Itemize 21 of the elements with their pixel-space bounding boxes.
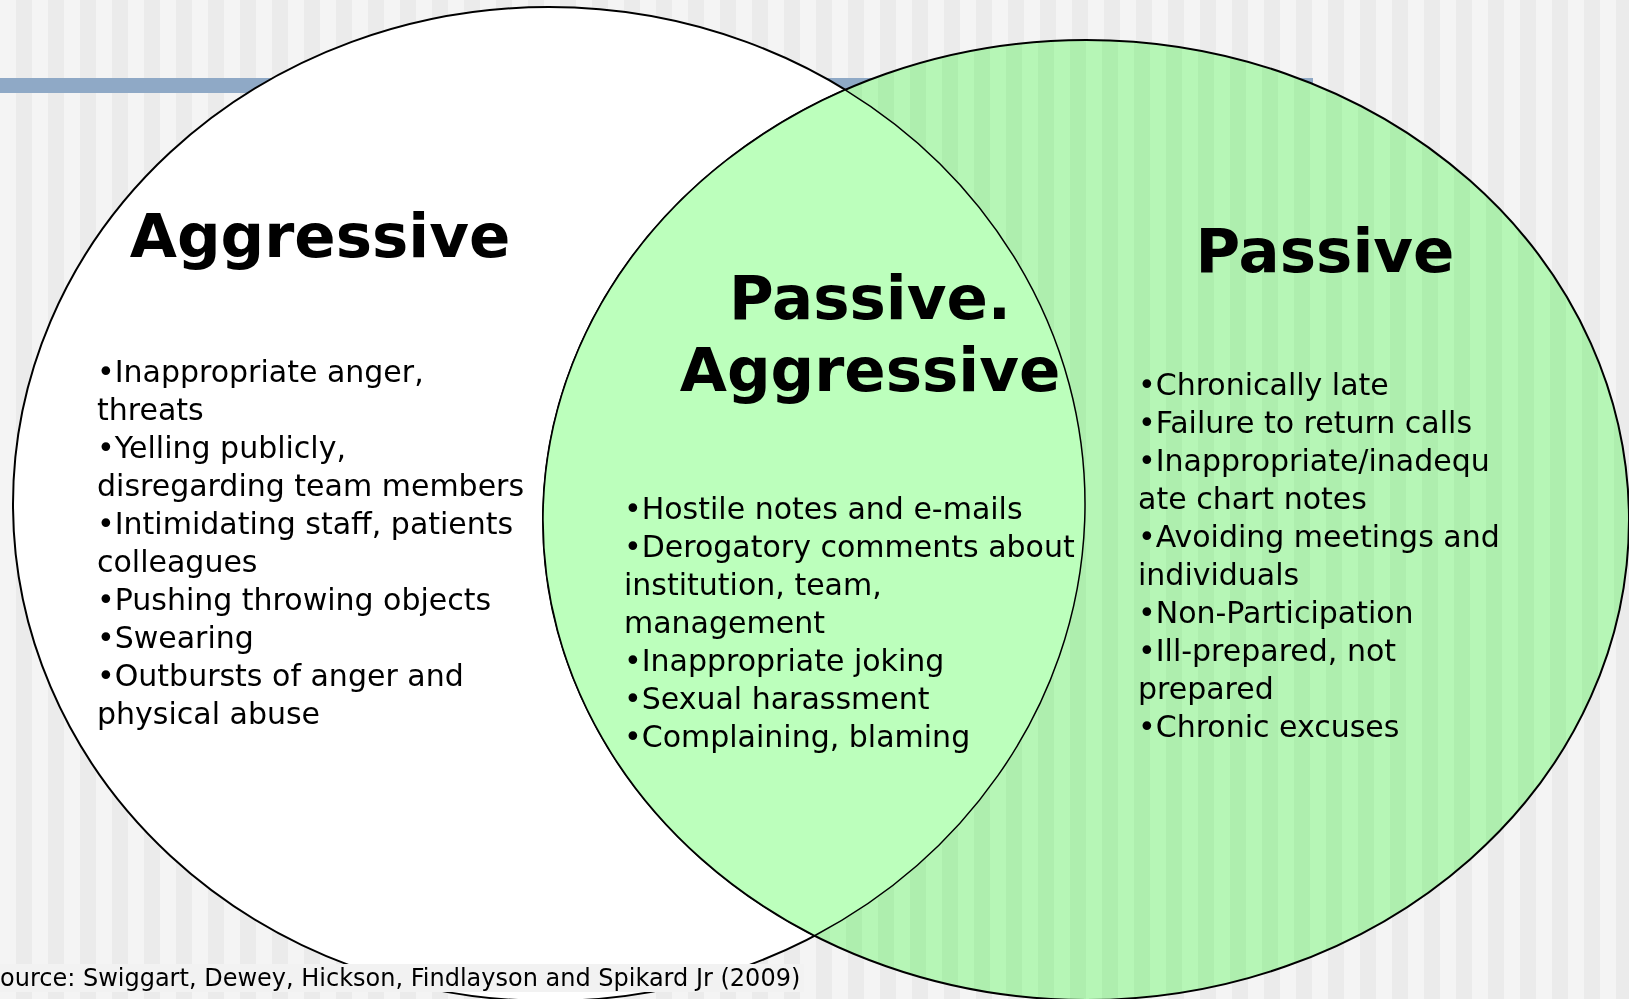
bullet-item: •Ill-prepared, not prepared <box>1138 632 1398 708</box>
bullet-item: •Inappropriate/inadequate chart notes <box>1138 442 1491 518</box>
bullet-item: •Hostile notes and e-mails <box>624 490 1024 528</box>
bullet-item: •Non-Participation <box>1138 594 1415 632</box>
bullet-item: •Avoiding meetings and individuals <box>1138 518 1501 594</box>
bullet-item: •Chronically late <box>1138 366 1390 404</box>
bullet-item: •Intimidating staff, patients colleagues <box>97 505 515 581</box>
bullet-item: •Chronic excuses <box>1138 708 1401 746</box>
bullet-item: •Inappropriate joking <box>624 642 946 680</box>
bullet-item: •Failure to return calls <box>1138 404 1474 442</box>
bullet-item: •Pushing throwing objects <box>97 581 493 619</box>
bullet-item: •Yelling publicly, disregarding team members <box>97 429 526 505</box>
bullet-item: •Sexual harassment <box>624 680 931 718</box>
category-heading: Passive <box>1194 215 1456 287</box>
bullet-item: •Derogatory comments about institution, team, management <box>624 528 1076 642</box>
bullet-item: •Complaining, blaming <box>624 718 972 756</box>
category-heading: Aggressive <box>128 200 512 272</box>
bullet-item: •Swearing <box>97 619 255 657</box>
bullet-item: •Outbursts of anger and physical abuse <box>97 657 465 733</box>
category-heading: Passive. Aggressive <box>678 262 1062 406</box>
bullet-item: •Inappropriate anger, threats <box>97 353 425 429</box>
